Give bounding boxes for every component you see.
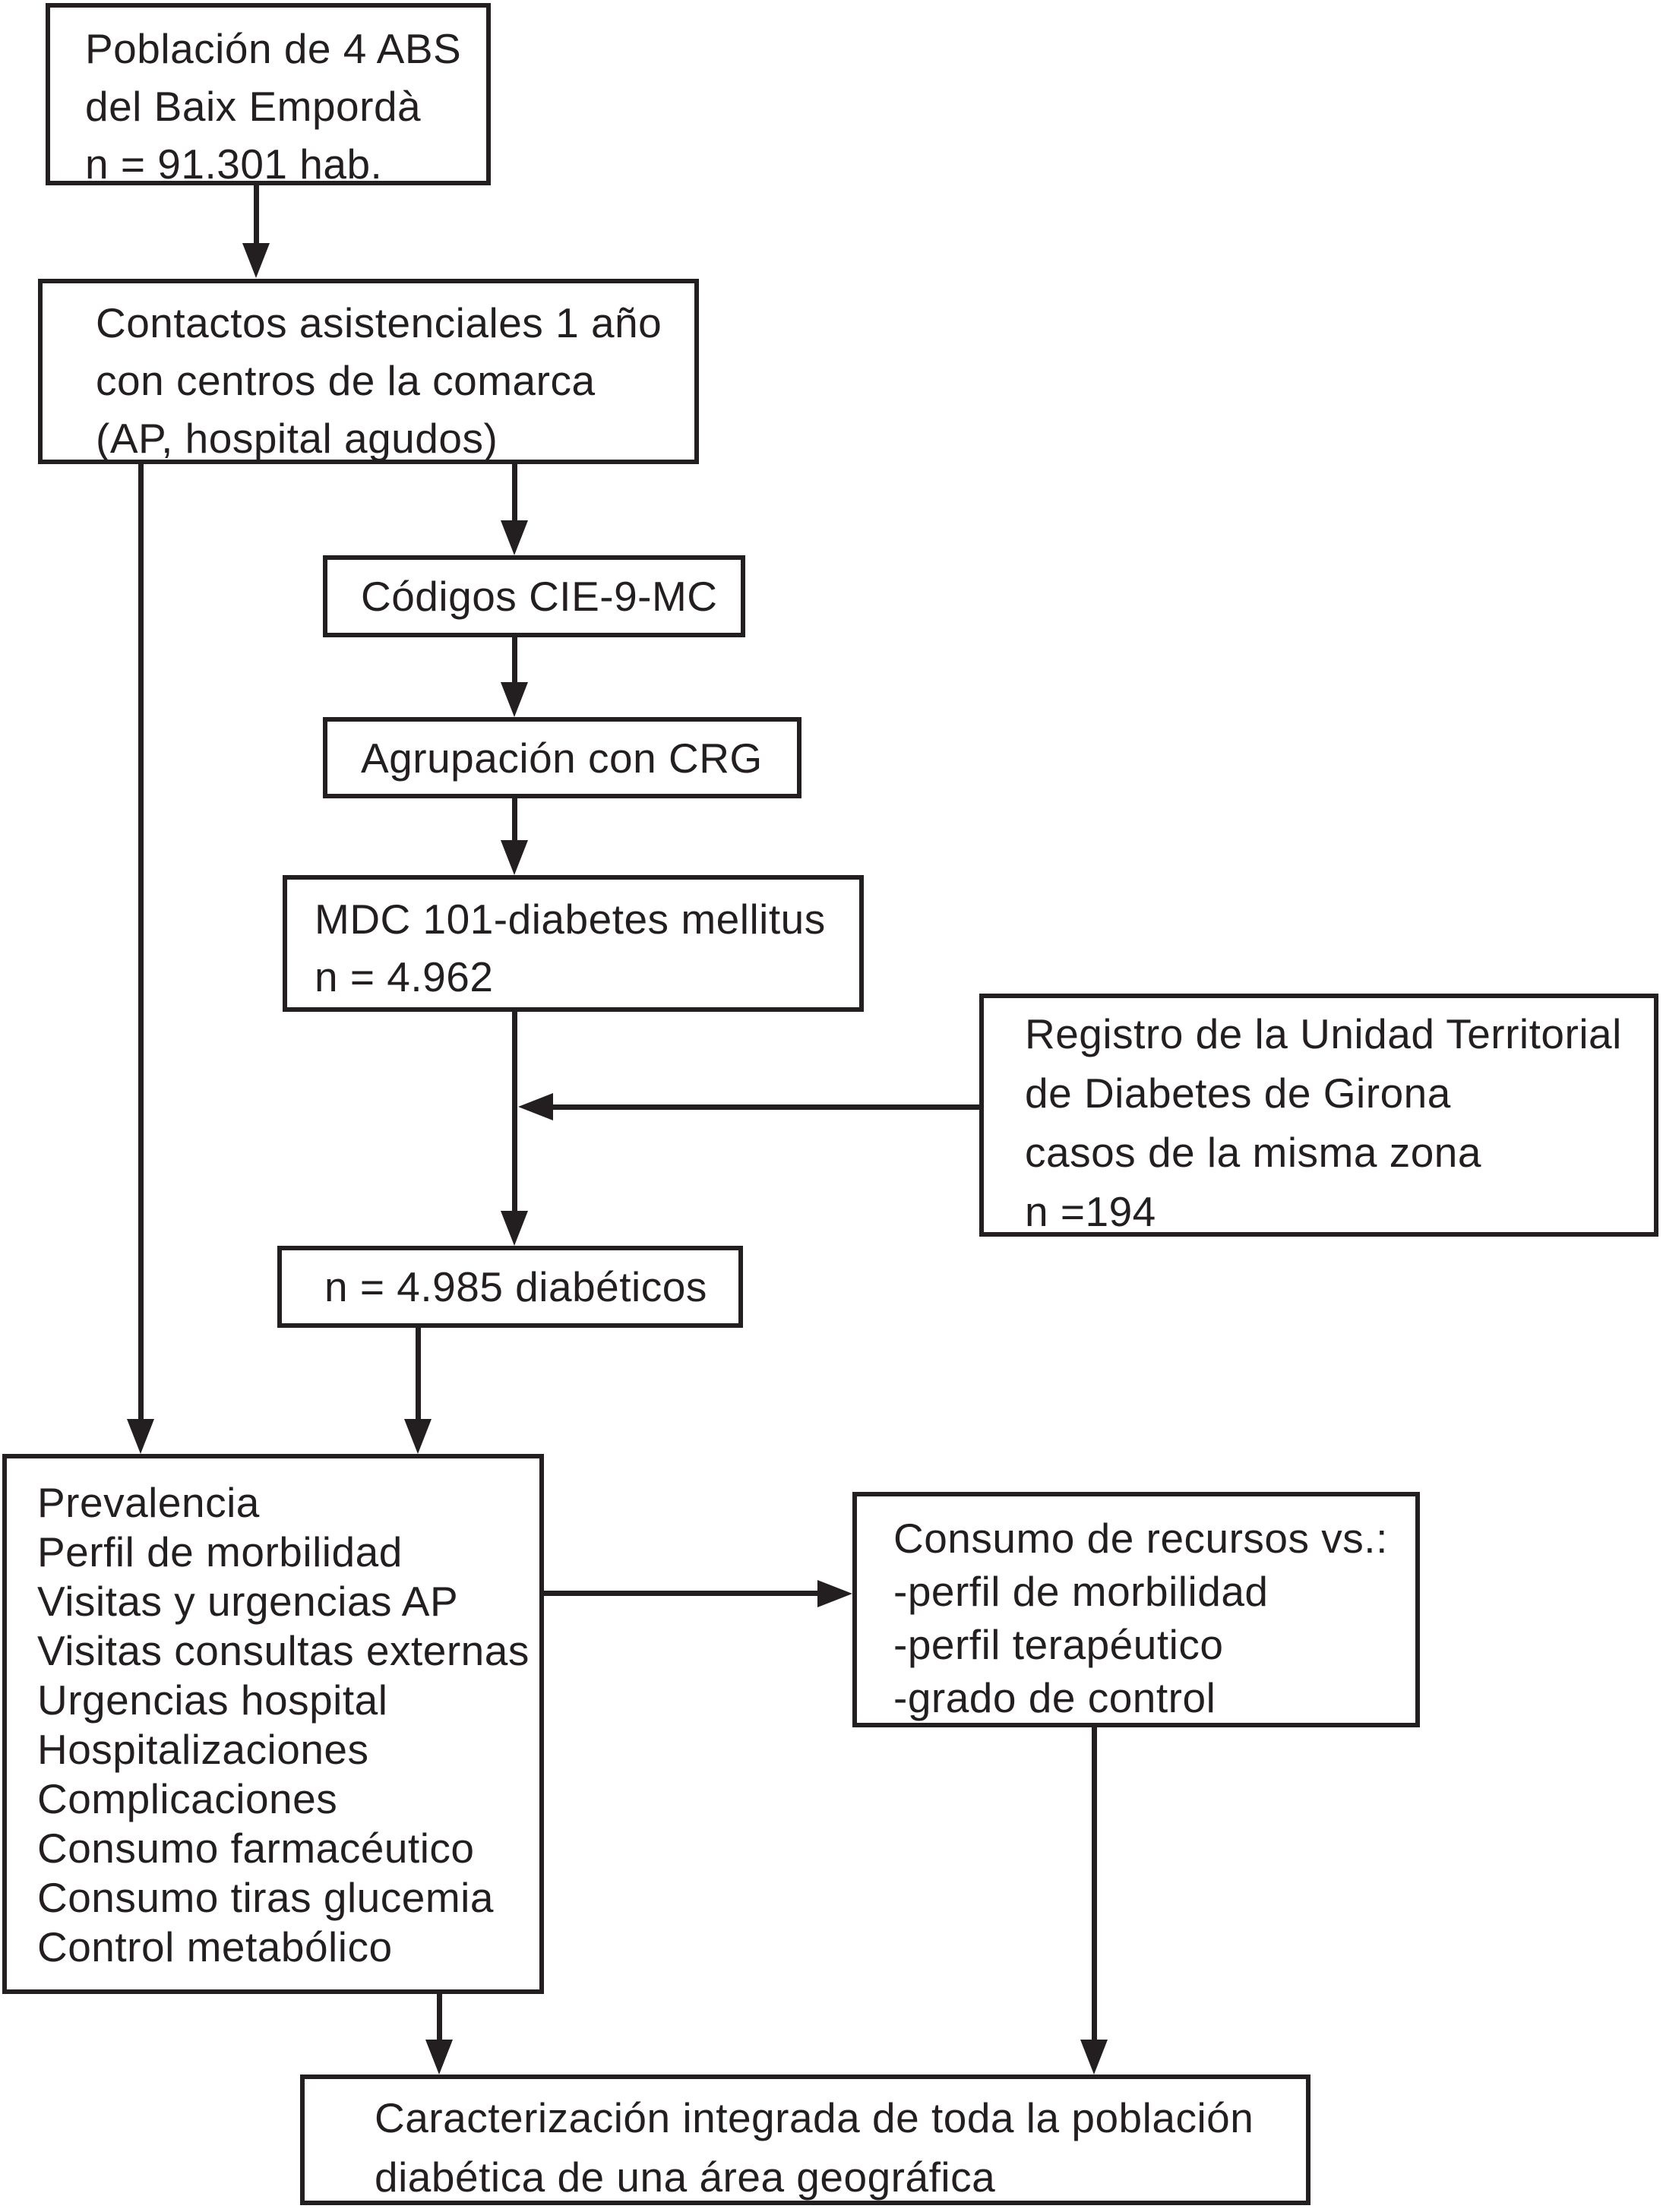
connector-contactos-codigos — [512, 464, 517, 523]
node-text-line: Visitas y urgencias AP — [37, 1578, 459, 1625]
node-text-line: de Diabetes de Girona — [1025, 1070, 1451, 1117]
arrowhead-down-icon — [127, 1419, 154, 1454]
node-text-line: diabética de una área geográfica — [375, 2154, 996, 2201]
node-text-line: Registro de la Unidad Territorial — [1025, 1010, 1622, 1057]
node-caracterizacion: Caracterización integrada de toda la pob… — [300, 2075, 1310, 2205]
node-text-line: n =194 — [1025, 1188, 1156, 1235]
arrowhead-down-icon — [501, 840, 528, 875]
node-text-line: Códigos CIE-9-MC — [361, 573, 718, 620]
node-text-line: Contactos asistenciales 1 año — [96, 299, 662, 346]
arrowhead-down-icon — [501, 1211, 528, 1246]
node-text-line: -perfil de morbilidad — [893, 1568, 1269, 1615]
node-text-line: Población de 4 ABS — [85, 25, 462, 72]
arrowhead-right-icon — [817, 1580, 852, 1607]
arrowhead-down-icon — [501, 520, 528, 555]
node-text-line: n = 4.985 diabéticos — [324, 1263, 707, 1310]
node-text-line: (AP, hospital agudos) — [96, 415, 498, 462]
node-text-line: Perfil de morbilidad — [37, 1528, 403, 1575]
node-consumo: Consumo de recursos vs.: -perfil de morb… — [852, 1492, 1420, 1727]
node-codigos: Códigos CIE-9-MC — [323, 555, 745, 637]
connector-codigos-agrupacion — [512, 637, 517, 685]
node-text-line: Caracterización integrada de toda la pob… — [375, 2094, 1254, 2141]
arrowhead-down-icon — [425, 2040, 453, 2075]
node-diabeticos: n = 4.985 diabéticos — [277, 1246, 743, 1328]
node-contactos: Contactos asistenciales 1 año con centro… — [38, 279, 699, 464]
connector-poblacion-contactos — [254, 185, 259, 248]
node-registro: Registro de la Unidad Territorial de Dia… — [979, 994, 1658, 1237]
node-text-line: Complicaciones — [37, 1775, 338, 1822]
connector-analisis-consumo — [544, 1591, 819, 1596]
node-text-line: Consumo de recursos vs.: — [893, 1515, 1388, 1562]
connector-diabeticos-analisis — [416, 1328, 421, 1422]
connector-consumo-caracterizacion — [1092, 1727, 1097, 2043]
node-text-line: Prevalencia — [37, 1479, 260, 1526]
arrowhead-down-icon — [242, 243, 270, 278]
node-text-line: -grado de control — [893, 1674, 1216, 1721]
node-text-line: n = 4.962 — [315, 953, 494, 1000]
connector-mdc-diabeticos — [512, 1011, 517, 1214]
arrowhead-down-icon — [1080, 2040, 1108, 2075]
connector-analisis-caracterizacion — [437, 1993, 442, 2043]
node-text-line: del Baix Empordà — [85, 83, 422, 130]
node-text-line: Hospitalizaciones — [37, 1726, 369, 1773]
node-analisis: Prevalencia Perfil de morbilidad Visitas… — [2, 1454, 544, 1994]
node-mdc: MDC 101-diabetes mellitus n = 4.962 — [283, 875, 864, 1012]
node-text-line: Control metabólico — [37, 1923, 393, 1970]
node-text-line: Urgencias hospital — [37, 1676, 388, 1724]
node-poblacion: Población de 4 ABS del Baix Empordà n = … — [46, 3, 491, 188]
node-text-line: Consumo farmacéutico — [37, 1825, 475, 1872]
node-text-line: con centros de la comarca — [96, 357, 596, 404]
arrowhead-down-icon — [404, 1419, 432, 1454]
connector-contactos-analisis — [138, 464, 144, 1422]
connector-agrupacion-mdc — [512, 798, 517, 843]
connector-registro-merge — [553, 1104, 979, 1110]
node-text-line: Consumo tiras glucemia — [37, 1874, 494, 1921]
node-text-line: -perfil terapéutico — [893, 1621, 1224, 1668]
node-text-line: Agrupación con CRG — [361, 734, 763, 782]
node-text-line: Visitas consultas externas — [37, 1627, 530, 1674]
arrowhead-left-icon — [518, 1093, 553, 1120]
node-text-line: casos de la misma zona — [1025, 1129, 1481, 1176]
node-text-line: n = 91.301 hab. — [85, 141, 383, 188]
node-agrupacion: Agrupación con CRG — [323, 717, 801, 798]
arrowhead-down-icon — [501, 682, 528, 717]
node-text-line: MDC 101-diabetes mellitus — [315, 896, 826, 943]
